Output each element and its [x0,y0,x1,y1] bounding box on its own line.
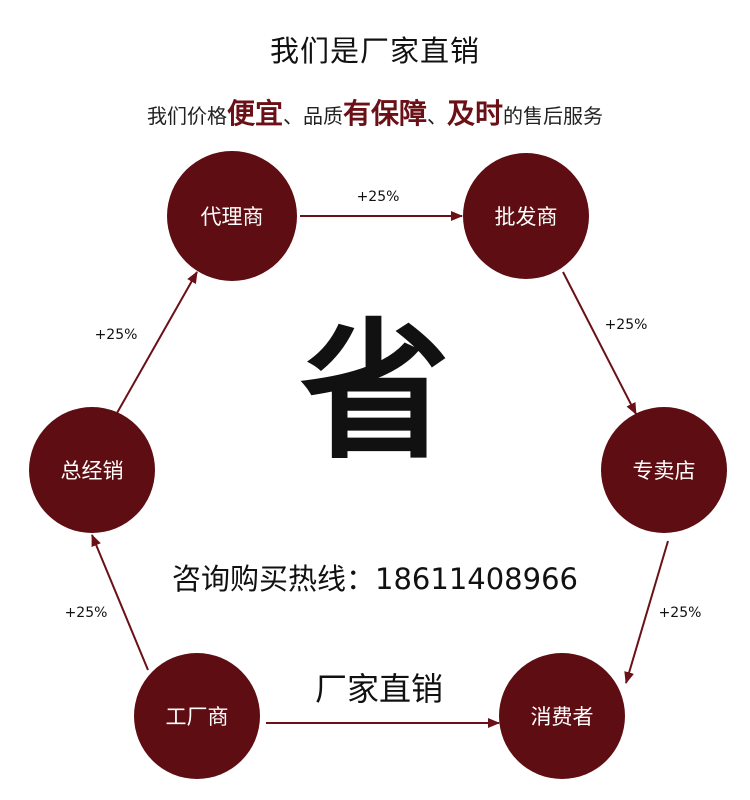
hotline-text: 咨询购买热线：18611408966 [172,562,578,596]
node-label-distributor: 总经销 [61,459,124,483]
subtitle-text-4: 的售后服务 [503,104,604,128]
node-agent: 代理商 [167,151,297,281]
bottom-slogan: 厂家直销 [314,670,443,708]
node-label-factory: 工厂商 [166,705,229,729]
edge-distributor-to-agent [116,271,198,414]
edge-wholesaler-to-store [562,271,637,415]
subtitle-emphasis-timely: 及时 [447,97,504,130]
edge-label-distributor-agent: +25% [95,327,138,343]
edge-store-to-consumer [624,540,669,684]
edge-label-store-consumer: +25% [659,605,702,621]
node-label-agent: 代理商 [201,205,264,229]
node-wholesaler: 批发商 [463,153,589,279]
node-consumer: 消费者 [499,653,625,779]
subtitle-emphasis-quality: 有保障 [342,97,427,130]
node-factory: 工厂商 [134,653,260,779]
subtitle-emphasis-cheap: 便宜 [226,97,283,130]
page-title: 我们是厂家直销 [269,34,480,68]
edge-label-wholesaler-store: +25% [605,317,648,333]
edge-label-factory-distributor: +25% [65,605,108,621]
center-character: 省 [299,306,450,480]
node-label-store: 专卖店 [633,459,696,483]
node-distributor: 总经销 [29,407,155,533]
edge-label-agent-wholesaler: +25% [357,189,400,205]
edge-factory-to-distributor [91,534,149,671]
subtitle-text-1: 我们价格 [146,104,227,128]
subtitle-text-3: 、 [427,104,447,128]
subtitle-text-2: 、品质 [282,104,343,128]
subtitle: 我们价格便宜、品质有保障、及时的售后服务 [0,92,750,132]
node-label-wholesaler: 批发商 [495,205,558,229]
node-store: 专卖店 [601,407,727,533]
node-label-consumer: 消费者 [531,705,594,729]
